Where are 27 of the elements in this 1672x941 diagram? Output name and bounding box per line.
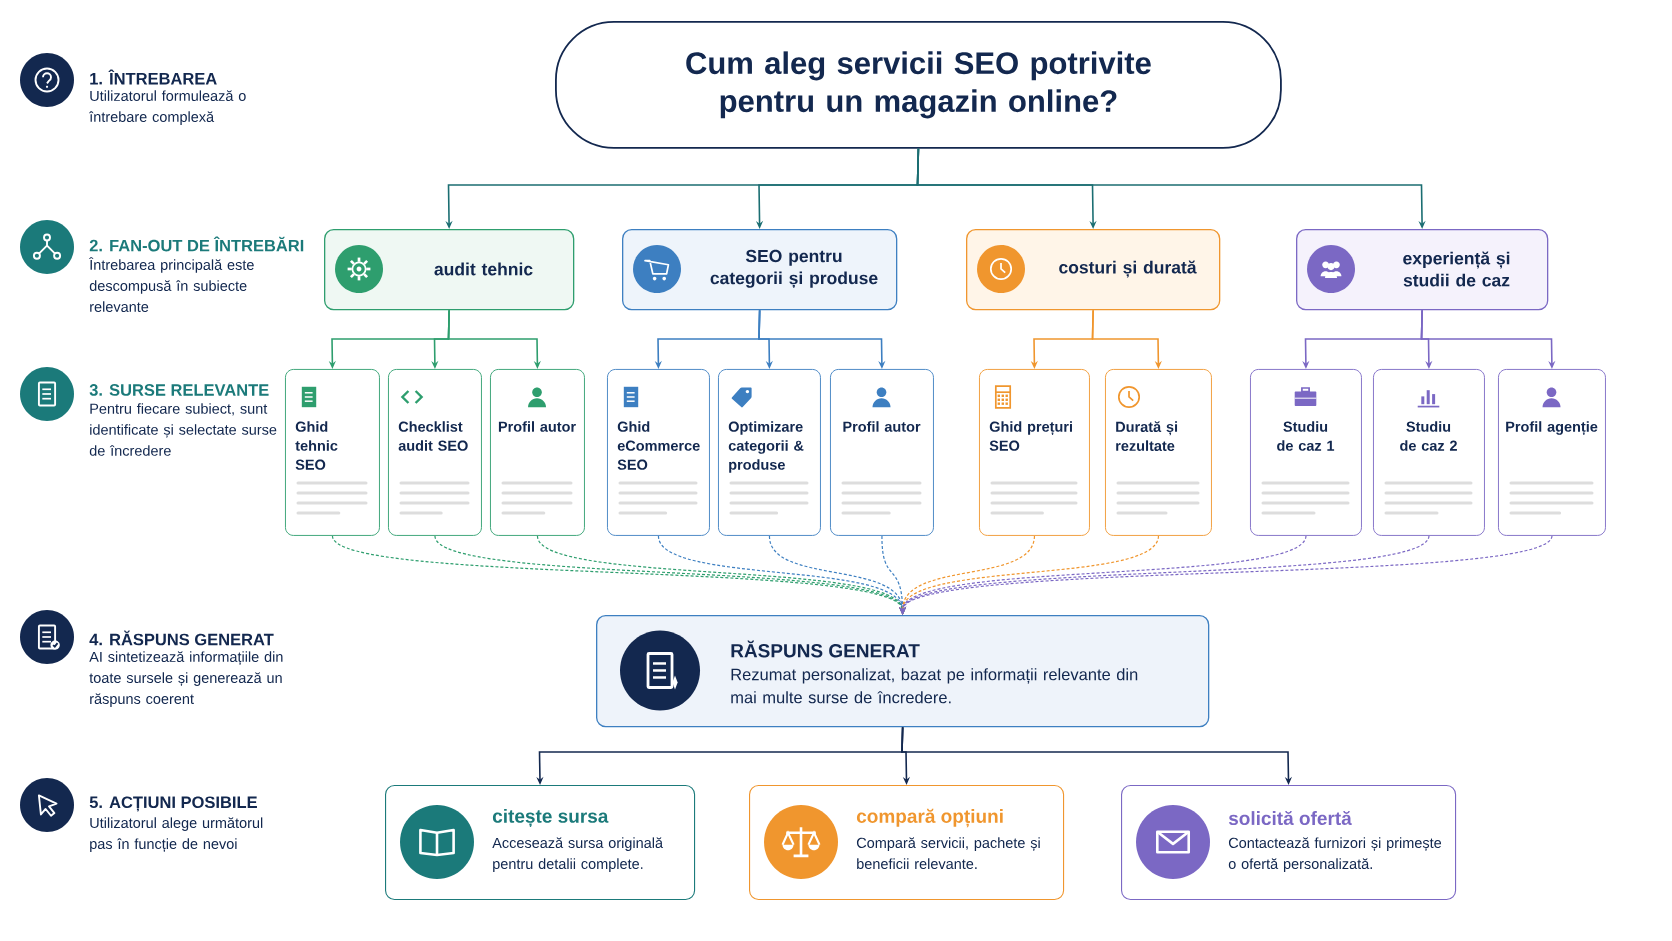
source-card: Checklist audit SEO: [388, 369, 482, 536]
answer-box: RĂSPUNS GENERAT Rezumat personalizat, bazat pe informații relevante din mai multe surse de încredere.: [596, 615, 1210, 728]
source-card: Profil agenție: [1498, 369, 1606, 536]
step-description: Utilizatorul alege următorul pas în funcție de nevoi: [90, 817, 263, 852]
step-description: AI sintetizează informațiile din toate sursele și generează un răspuns coerent: [89, 651, 283, 707]
topic-box: experiență și studii de caz: [1296, 229, 1549, 311]
source-card: Optimizare categorii & produse: [718, 369, 821, 536]
step-heading: 1. ÎNTREBAREA: [90, 69, 217, 85]
step-heading: 4. RĂSPUNS GENERAT: [89, 630, 274, 646]
source-card: Ghid eCommerce SEO: [607, 369, 710, 536]
step-description: Întrebarea principală este descompusă în subiecte relevante: [88, 257, 254, 312]
source-card: Ghid prețuri SEO: [979, 369, 1090, 536]
step-heading: 2. FAN-OUT DE ÎNTREBĂRI: [89, 236, 304, 252]
topic-box: costuri și durată: [966, 229, 1221, 311]
source-card: Studiu de caz 1: [1250, 369, 1362, 536]
source-card: Studiu de caz 2: [1373, 369, 1485, 536]
source-card: Durată și rezultate: [1105, 369, 1212, 536]
topic-box: audit tehnic: [324, 229, 575, 311]
step-heading: 3. SURSE RELEVANTE: [89, 384, 269, 396]
topic-box: SEO pentru categorii și produse: [622, 229, 898, 311]
step-heading: 5. ACȚIUNI POSIBILE: [89, 796, 257, 812]
source-card: Profil autor: [830, 369, 934, 536]
source-card: Ghid tehnic SEO: [285, 369, 380, 536]
arrow: [899, 535, 1553, 615]
step-description: Utilizatorul formulează o întrebare complexă: [88, 90, 246, 125]
question-box: Cum aleg servicii SEO potrivite pentru un magazin online?: [555, 21, 1282, 149]
source-card: Profil autor: [490, 369, 585, 536]
